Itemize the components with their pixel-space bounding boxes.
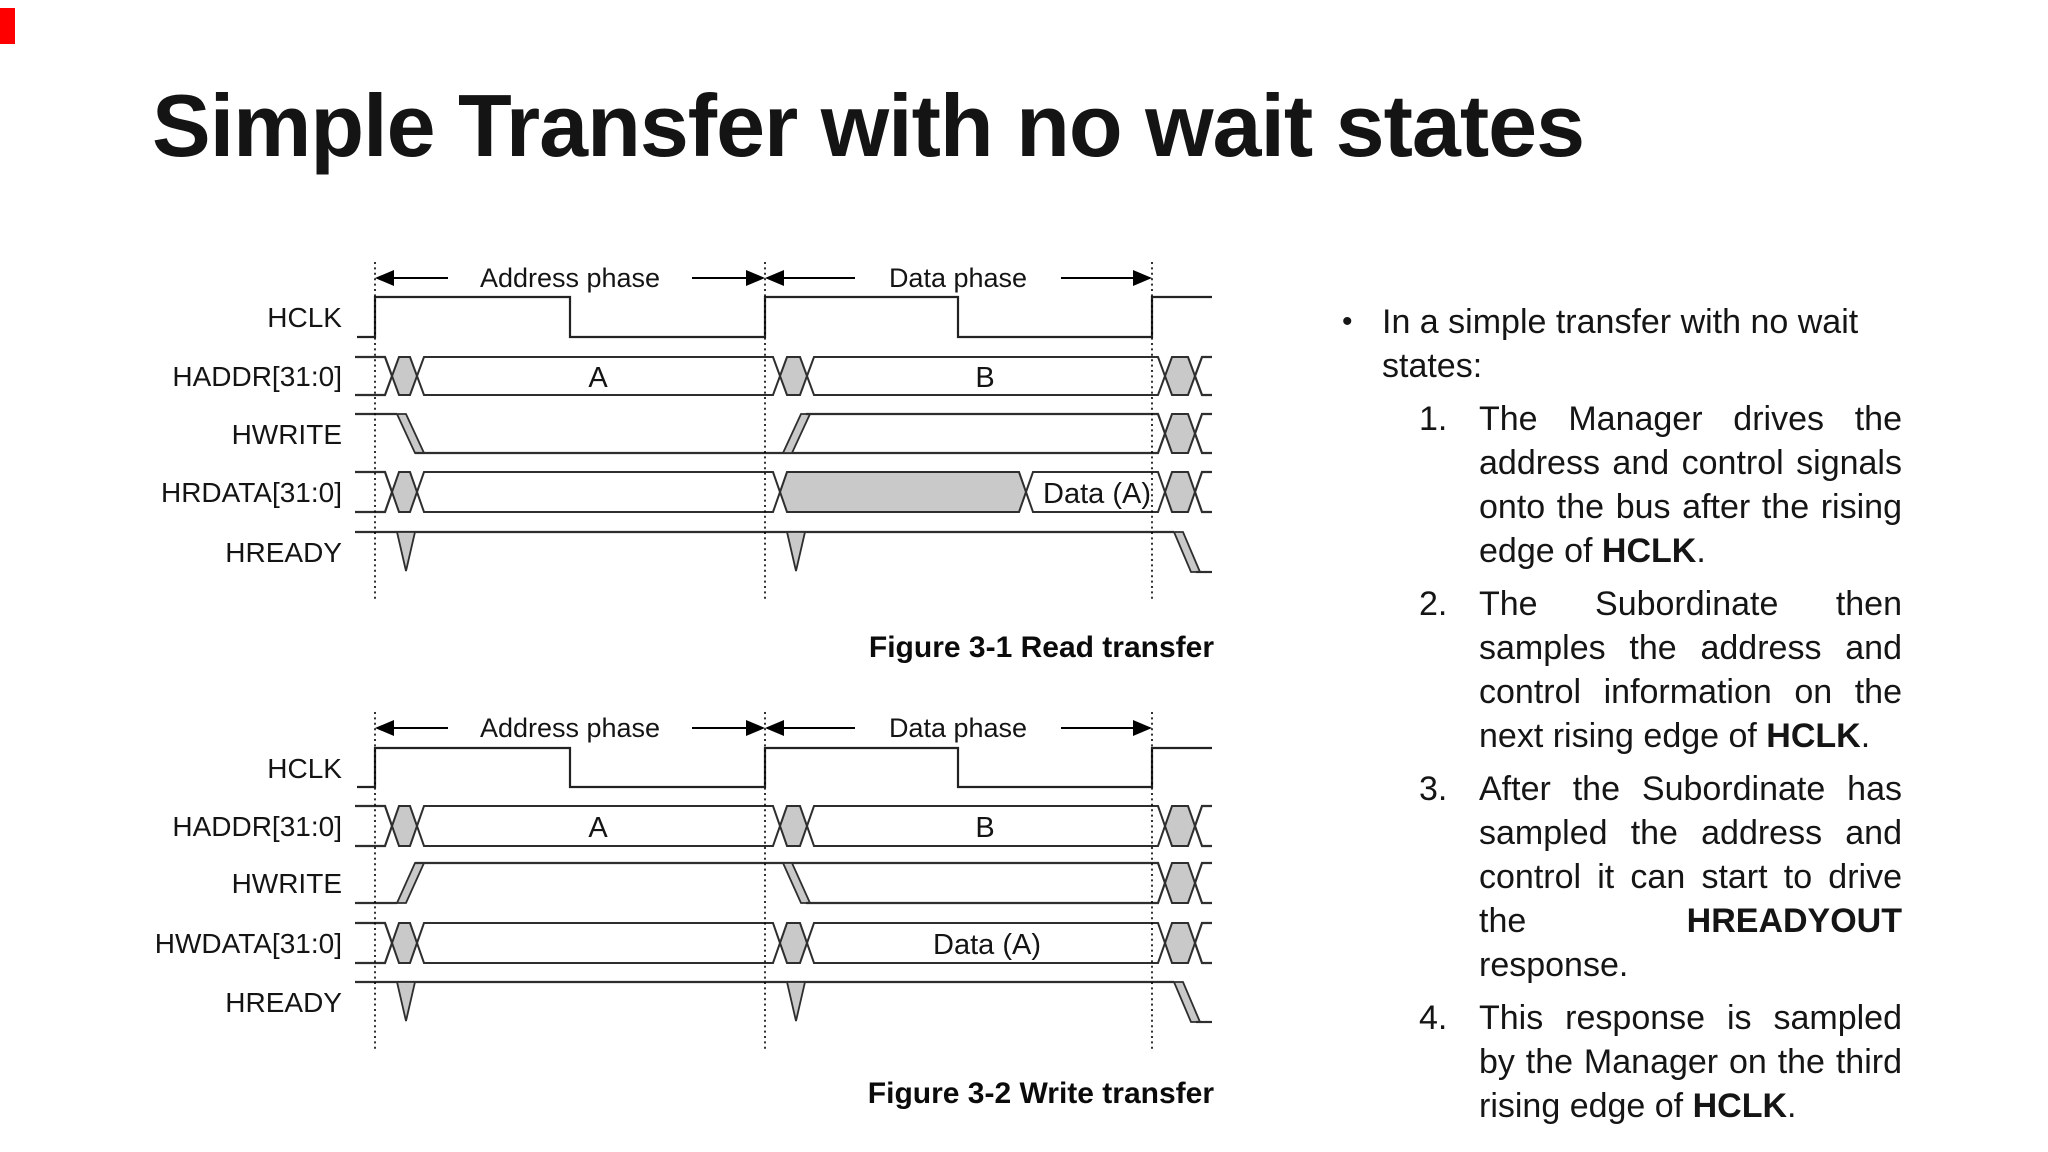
- list-item-number: 2.: [1419, 585, 1448, 623]
- cycle-boundary-lines: [374, 712, 1153, 1050]
- hwdata-waveform: [355, 921, 1212, 965]
- signal-label-haddr: HADDR[31:0]: [172, 811, 342, 842]
- haddr-waveform: [355, 355, 1212, 397]
- signal-label-hclk: HCLK: [267, 753, 342, 784]
- item-text-pre: This response is sampled by the Manager …: [1479, 999, 1902, 1125]
- signal-labels: HCLK HADDR[31:0] HWRITE HWDATA[31:0] HRE…: [155, 753, 343, 1018]
- haddr-value-b: B: [975, 812, 994, 844]
- item-text-pre: The Subordinate then samples the address…: [1479, 585, 1902, 755]
- signal-label-hwrite: HWRITE: [232, 868, 342, 899]
- item-text-post: response.: [1479, 946, 1629, 984]
- figure-3-2-caption: Figure 3-2 Write transfer: [868, 1077, 1215, 1110]
- hwrite-waveform: [355, 412, 1212, 455]
- bus-values: A B Data (A): [588, 812, 1041, 961]
- list-item-number: 3.: [1419, 770, 1448, 808]
- hready-waveform: [355, 980, 1212, 1024]
- list-item-text: The Manager drives the address and contr…: [1479, 397, 1902, 573]
- item-text-post: .: [1787, 1087, 1797, 1125]
- haddr-value-a: A: [588, 812, 608, 844]
- hrdata-waveform: [355, 470, 1212, 514]
- phase-arrows: Address phase Data phase: [375, 713, 1152, 743]
- signal-label-hready: HREADY: [225, 987, 342, 1018]
- signal-label-hwrite: HWRITE: [232, 419, 342, 450]
- item-text-pre: After the Subordinate has sampled the ad…: [1479, 770, 1902, 940]
- phase-arrows: Address phase Data phase: [375, 263, 1152, 293]
- corner-marker: [0, 8, 15, 44]
- haddr-value-a: A: [588, 362, 608, 394]
- list-item: 4. This response is sampled by the Manag…: [1336, 996, 1914, 1128]
- cycle-boundary-lines: [374, 262, 1153, 600]
- item-text-post: .: [1696, 532, 1706, 570]
- list-item-text: This response is sampled by the Manager …: [1479, 996, 1902, 1128]
- hready-waveform: [355, 530, 1212, 574]
- slide-title: Simple Transfer with no wait states: [152, 76, 1585, 175]
- list-item: 2. The Subordinate then samples the addr…: [1336, 582, 1914, 758]
- signal-labels: HCLK HADDR[31:0] HWRITE HRDATA[31:0] HRE…: [161, 302, 342, 568]
- list-item-number: 4.: [1419, 999, 1448, 1037]
- hwrite-waveform: [355, 861, 1212, 905]
- item-text-pre: The Manager drives the address and contr…: [1479, 400, 1902, 570]
- figure-3-1-caption: Figure 3-1 Read transfer: [869, 631, 1214, 664]
- signal-label-hwdata: HWDATA[31:0]: [155, 928, 342, 959]
- bullet-icon: •: [1342, 305, 1353, 338]
- hrdata-value: Data (A): [1043, 478, 1151, 510]
- list-item-text: After the Subordinate has sampled the ad…: [1479, 767, 1902, 987]
- notes-panel: • In a simple transfer with no wait stat…: [1336, 300, 1914, 1128]
- data-phase-label: Data phase: [889, 263, 1027, 293]
- hwdata-value: Data (A): [933, 929, 1041, 961]
- item-text-post: .: [1860, 717, 1871, 755]
- item-text-bold: HCLK: [1692, 1087, 1788, 1125]
- item-text-bold: HCLK: [1601, 532, 1697, 570]
- haddr-value-b: B: [975, 362, 994, 394]
- list-item: 1. The Manager drives the address and co…: [1336, 397, 1914, 573]
- list-item-number: 1.: [1419, 400, 1448, 438]
- bus-values: A B Data (A): [588, 362, 1151, 510]
- notes-bullet-text: In a simple transfer with no wait states…: [1382, 303, 1859, 385]
- list-item: 3. After the Subordinate has sampled the…: [1336, 767, 1914, 987]
- data-phase-label: Data phase: [889, 713, 1027, 743]
- signal-label-hclk: HCLK: [267, 302, 342, 333]
- hclk-waveform: [357, 746, 1212, 789]
- hclk-waveform: [357, 295, 1212, 339]
- signal-label-hrdata: HRDATA[31:0]: [161, 477, 342, 508]
- list-item-text: The Subordinate then samples the address…: [1479, 582, 1902, 758]
- signal-label-haddr: HADDR[31:0]: [172, 361, 342, 392]
- signal-label-hready: HREADY: [225, 537, 342, 568]
- item-text-bold: HREADYOUT: [1686, 902, 1902, 940]
- figure-3-1-read-transfer: Address phase Data phase HCLK HADDR[31:0…: [161, 262, 1214, 664]
- haddr-waveform: [355, 804, 1212, 848]
- address-phase-label: Address phase: [480, 713, 660, 743]
- address-phase-label: Address phase: [480, 263, 660, 293]
- notes-bullet: • In a simple transfer with no wait stat…: [1336, 300, 1914, 388]
- item-text-bold: HCLK: [1766, 717, 1861, 755]
- figure-3-2-write-transfer: Address phase Data phase HCLK HADDR[31:0…: [155, 712, 1215, 1110]
